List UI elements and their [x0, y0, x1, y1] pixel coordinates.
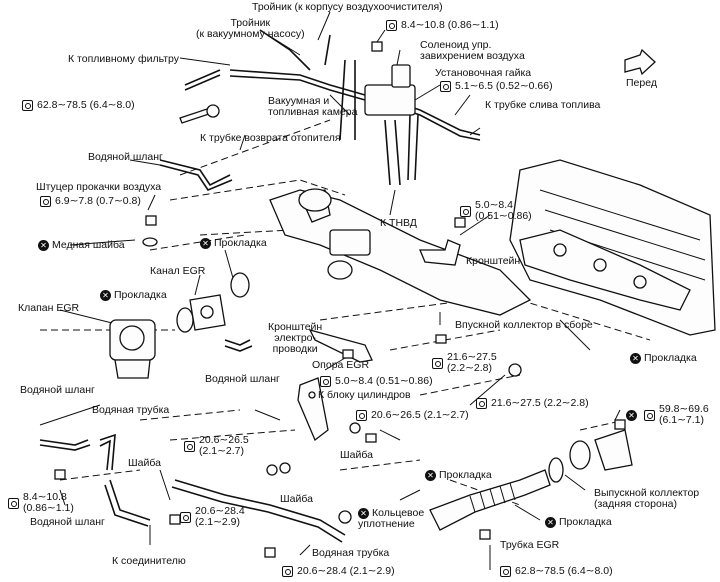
torque-left-top: 62.8∼78.5 (6.4∼8.0): [37, 99, 135, 111]
label-water-tube-top: Водяная трубка: [92, 404, 170, 416]
torque-a: 20.6∼26.5 (2.1∼2.7): [199, 434, 249, 457]
bleed-torque: 6.9∼7.8 (0.7∼0.8): [55, 195, 141, 207]
label-water-hose-bottom: Водяной шланг: [30, 516, 105, 528]
support-torque-row: 5.0∼8.4 (0.51∼0.86): [320, 376, 433, 387]
replace-icon: ✕: [100, 290, 111, 301]
torque-d: 20.6∼28.4 (2.1∼2.9): [297, 565, 395, 577]
support-torque: 5.0∼8.4 (0.51∼0.86): [335, 375, 433, 387]
torque-c-row: 20.6∼28.4 (2.1∼2.9): [180, 506, 245, 528]
torque-left-top-row: 62.8∼78.5 (6.4∼8.0): [22, 100, 135, 111]
label-front: Перед: [626, 77, 657, 89]
mount-nut-torque-row: 5.1∼6.5 (0.52∼0.66): [440, 81, 553, 92]
torque-wrench-icon: [356, 410, 367, 421]
torque-wrench-icon: [8, 497, 19, 509]
torque-top: 8.4∼10.8 (0.86∼1.1): [401, 19, 499, 31]
label-egr-valve: Клапан EGR: [18, 302, 80, 314]
label-vacuum-fuel-chamber: Вакуумная и топливная камера: [268, 95, 358, 118]
label-tnvd: К ТНВД: [380, 217, 417, 229]
label-bleed-fitting: Штуцер прокачки воздуха: [36, 181, 162, 193]
torque-d-row: 20.6∼28.4 (2.1∼2.9): [282, 566, 395, 577]
label-mount-nut: Установочная гайка: [435, 67, 532, 79]
torque-wrench-icon: [476, 398, 487, 409]
replace-icon: ✕: [358, 508, 369, 519]
o-ring-row: ✕Кольцевое уплотнение: [358, 508, 424, 530]
replace-icon: ✕: [630, 353, 641, 364]
torque-wrench-icon: [460, 205, 471, 217]
label-egr-channel: Канал EGR: [150, 265, 206, 277]
label-heater-return: К трубке возврата отопителя: [200, 132, 341, 144]
replace-icon: ✕: [626, 409, 637, 421]
label-exhaust-manifold: Выпускной коллектор (задняя сторона): [594, 487, 700, 510]
gasket-exh-row: ✕Прокладка: [545, 517, 612, 528]
bleed-torque-row: 6.9∼7.8 (0.7∼0.8): [40, 196, 141, 207]
torque-e: 62.8∼78.5 (6.4∼8.0): [515, 565, 613, 577]
torque-wrench-icon: [500, 566, 511, 577]
torque-top-row: 8.4∼10.8 (0.86∼1.1): [386, 20, 499, 31]
torque-exhaust: 59.8∼69.6 (6.1∼7.1): [659, 403, 709, 426]
bracket-torque-row: 5.0∼8.4 (0.51∼0.86): [460, 200, 532, 222]
label-drain-tube: К трубке слива топлива: [485, 99, 601, 111]
replace-icon: ✕: [425, 470, 436, 481]
torque-wrench-icon: [282, 566, 293, 577]
label-washer-a: Шайба: [128, 457, 161, 469]
label-water-hose-top: Водяной шланг: [88, 151, 163, 163]
torque-wrench-icon: [184, 440, 195, 452]
torque-wrench-icon: [432, 357, 443, 369]
torque-mid: 21.6∼27.5 (2.2∼2.8): [447, 351, 497, 374]
torque-wrench-icon: [386, 20, 397, 31]
torque-wrench-icon: [180, 511, 191, 523]
torque-wrench-icon: [320, 376, 331, 387]
torque-e-row: 62.8∼78.5 (6.4∼8.0): [500, 566, 613, 577]
label-copper-washer: Медная шайба: [52, 239, 125, 251]
replace-icon: ✕: [545, 517, 556, 528]
label-gasket-b: Прокладка: [114, 289, 167, 301]
gasket-right-row: ✕Прокладка: [630, 353, 697, 364]
torque-left-bottom-row: 8.4∼10.8 (0.86∼1.1): [8, 492, 74, 514]
label-gasket-exh: Прокладка: [559, 516, 612, 528]
gasket-b-row: ✕Прокладка: [100, 290, 167, 301]
label-o-ring: Кольцевое уплотнение: [358, 507, 425, 530]
label-egr-support: Опора EGR: [312, 359, 370, 371]
label-washer-b: Шайба: [340, 449, 373, 461]
replace-icon: ✕: [38, 240, 49, 251]
label-fuel-filter: К топливному фильтру: [68, 53, 180, 65]
label-intake-manifold: Впускной коллектор в сборе: [455, 319, 593, 331]
replace-icon: ✕: [200, 238, 211, 249]
torque-wrench-icon: [644, 409, 655, 421]
torque-mid2-row: 21.6∼27.5 (2.2∼2.8): [476, 398, 589, 409]
torque-b-row: 20.6∼26.5 (2.1∼2.7): [356, 410, 469, 421]
label-washer-c: Шайба: [280, 493, 313, 505]
torque-mid-row: 21.6∼27.5 (2.2∼2.8): [432, 352, 497, 374]
torque-left-bottom: 8.4∼10.8 (0.86∼1.1): [23, 491, 74, 514]
label-tee-vacuum-pump: Тройник (к вакуумному насосу): [196, 17, 305, 40]
label-water-tube-bottom: Водяная трубка: [312, 547, 390, 559]
torque-a-row: 20.6∼26.5 (2.1∼2.7): [184, 435, 249, 457]
label-to-connector: К соединителю: [112, 555, 186, 567]
torque-exhaust-row: ✕ 59.8∼69.6 (6.1∼7.1): [626, 404, 709, 426]
label-water-hose-mid: Водяной шланг: [205, 373, 280, 385]
copper-washer-row: ✕Медная шайба: [38, 240, 125, 251]
label-gasket-bottom: Прокладка: [439, 469, 492, 481]
torque-mid2: 21.6∼27.5 (2.2∼2.8): [491, 397, 589, 409]
gasket-a-row: ✕Прокладка: [200, 238, 267, 249]
label-water-hose-left: Водяной шланг: [20, 384, 95, 396]
torque-wrench-icon: [22, 100, 33, 111]
torque-c: 20.6∼28.4 (2.1∼2.9): [195, 505, 245, 528]
label-solenoid: Соленоид упр. завихрением воздуха: [420, 39, 525, 62]
bracket-torque: 5.0∼8.4 (0.51∼0.86): [475, 199, 532, 222]
gasket-bottom-row: ✕Прокладка: [425, 470, 492, 481]
label-bracket: Кронштейн: [466, 255, 521, 267]
label-tee-air-cleaner: Тройник (к корпусу воздухоочистителя): [252, 1, 443, 13]
label-gasket-a: Прокладка: [214, 237, 267, 249]
torque-wrench-icon: [40, 196, 51, 207]
label-egr-tube: Трубка EGR: [500, 539, 560, 551]
mount-nut-torque: 5.1∼6.5 (0.52∼0.66): [455, 80, 553, 92]
label-gasket-right: Прокладка: [644, 352, 697, 364]
label-to-block: К блоку цилиндров: [318, 389, 411, 401]
torque-b: 20.6∼26.5 (2.1∼2.7): [371, 409, 469, 421]
torque-wrench-icon: [440, 81, 451, 92]
label-wiring-bracket: Кронштейн электро- проводки: [268, 321, 323, 355]
